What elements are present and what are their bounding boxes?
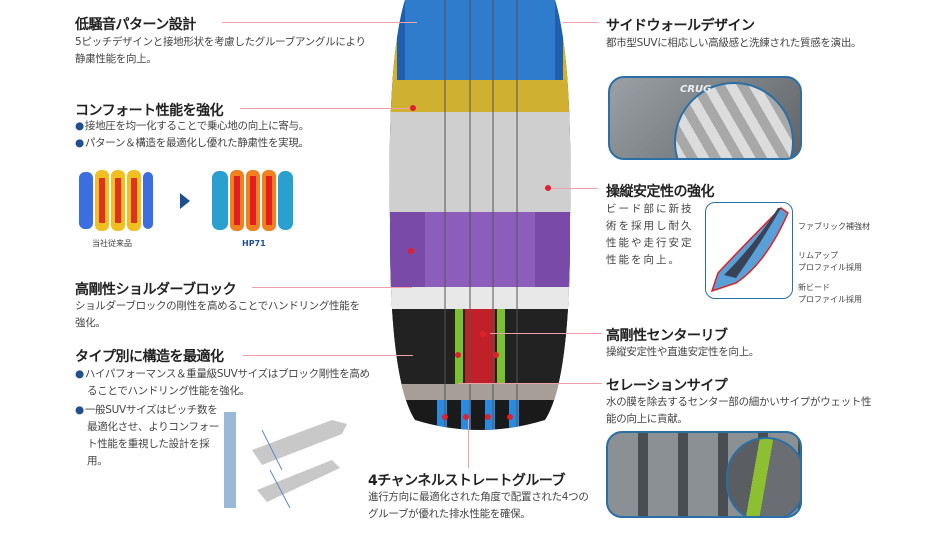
heatmap-conventional [75,168,155,233]
comfort-title: コンフォート性能を強化 [75,103,224,119]
stability-title: 操縦安定性の強化 [606,184,715,200]
heatmap-hp71 [210,168,295,233]
label-hp71: HP71 [242,239,266,248]
sidewall-logo: CRUG [680,84,712,95]
callout-new-bead: 新ビード プロファイル採用 [798,283,862,304]
connector-sidewall [563,22,599,23]
structure-bullet: ハイパフォーマンス＆重量級SUVサイズはブロック剛性を高めることでハンドリング性… [75,366,375,400]
structure-title: タイプ別に構造を最適化 [75,349,224,365]
connector-sipe [458,383,602,384]
low-noise-desc: 5ピッチデザインと接地形状を考慮したグルーブアングルにより静粛性能を向上。 [75,36,366,65]
grooves-desc: 進行方向に最適化された角度で配置された4つのグルーブが優れた排水性能を確保。 [368,491,589,520]
grooves-title: 4チャンネルストレートグルーブ [368,473,565,489]
label-conventional: 当社従来品 [92,239,132,248]
sipe-detail-image [606,431,802,518]
connector-shoulder [252,287,412,288]
arrow-right-icon [180,193,190,209]
connector-comfort [240,108,410,109]
connector-center-rib [490,333,602,334]
center-rib-title: 高剛性センターリブ [606,328,728,344]
sipe-title: セレーションサイプ [606,378,728,394]
tire-illustration [385,0,575,432]
center-rib-desc: 操縦安定性や直進安定性を向上。 [606,346,759,358]
shoulder-desc: ショルダーブロックの剛性を高めることでハンドリング性能を強化。 [75,300,360,329]
comfort-bullet: 接地圧を均一化することで乗心地の向上に寄与。 [75,118,309,135]
connector-low-noise [222,22,417,23]
stability-desc: ビード部に新技術を採用し耐久性能や走行安定性能を向上。 [606,203,694,266]
bead-cross-section-image [705,202,793,299]
sidewall-desc: 都市型SUVに相応しい高級感と洗練された質感を演出。 [606,37,862,49]
sidewall-title: サイドウォールデザイン [606,18,755,34]
connector-structure [243,355,413,356]
sidewall-detail-image: CRUG [608,76,802,160]
low-noise-title: 低騒音パターン設計 [75,17,196,33]
callout-fabric: ファブリック補強材 [798,222,870,231]
connector-grooves [468,418,469,468]
connector-stability [548,188,598,189]
sipe-desc: 水の膜を除去するセンター部の細かいサイプがウェット性能の向上に貢献。 [606,396,872,425]
structure-cross-section-image [222,410,362,510]
comfort-bullet: パターン＆構造を最適化し優れた静粛性を実現。 [75,135,309,152]
callout-rim-up: リムアップ プロファイル採用 [798,251,862,272]
structure-bullet: 一般SUVサイズはピッチ数を最適化させ、よりコンフォート性能を重視した設計を採用… [75,402,220,470]
shoulder-title: 高剛性ショルダーブロック [75,282,237,298]
